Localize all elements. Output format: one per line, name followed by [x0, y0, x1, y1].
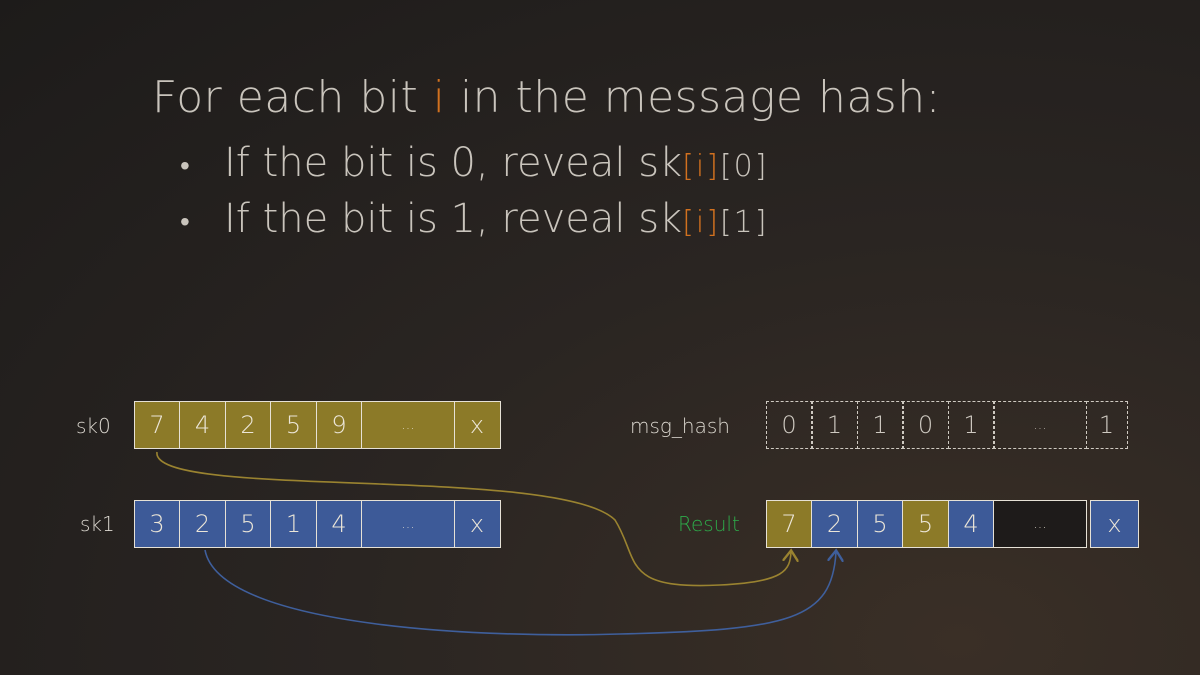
sk1-cell: 2: [179, 500, 226, 548]
msg-hash-bit: 1: [856, 401, 904, 449]
sk1-to-result-arrow: [204, 550, 836, 636]
bullet-bit-1: • If the bit is 1, reveal sk[i][1]: [180, 196, 768, 242]
heading: For each bit i in the message hash:: [152, 72, 941, 123]
sk0-cell-last: x: [453, 401, 501, 449]
bullet-index-bit: [0]: [719, 149, 769, 184]
sk0-array: 7 4 2 5 9 ... x: [133, 401, 501, 449]
sk0-cell: 9: [315, 401, 363, 449]
bullet-bit-0: • If the bit is 0, reveal sk[i][0]: [180, 140, 768, 186]
bullet-index-bit: [1]: [719, 205, 769, 240]
bullet-index-i: [i]: [682, 149, 720, 184]
bullet-dot: •: [180, 204, 190, 238]
sk0-cell-ellipsis: ...: [361, 401, 455, 449]
sk1-cell: 1: [270, 500, 317, 548]
msg-hash-bit: 1: [811, 401, 858, 449]
msg-hash-ellipsis: ...: [993, 401, 1087, 449]
sk0-cell: 4: [179, 401, 226, 449]
bullet-text: If the bit is 1, reveal sk: [224, 196, 683, 242]
msg-hash-array: 0 1 1 0 1 ... 1: [765, 401, 1128, 449]
bullet-text: If the bit is 0, reveal sk: [224, 140, 683, 186]
heading-var: i: [432, 72, 446, 123]
sk1-label: sk1: [80, 512, 115, 536]
sk1-array: 3 2 5 1 4 ... x: [133, 500, 501, 548]
result-cell-last: x: [1090, 500, 1139, 548]
msg-hash-bit: 0: [765, 401, 813, 449]
sk1-cell-last: x: [453, 500, 501, 548]
result-cell: 5: [902, 500, 949, 548]
msg-hash-bit-last: 1: [1085, 401, 1128, 449]
bullet-index-i: [i]: [682, 205, 720, 240]
result-array: 7 2 5 5 4 ... x: [765, 500, 1139, 548]
heading-suffix: in the message hash:: [445, 72, 941, 123]
sk0-cell: 2: [224, 401, 272, 449]
result-cell: 7: [765, 500, 813, 548]
msg-hash-bit: 1: [947, 401, 995, 449]
result-cell: 5: [856, 500, 904, 548]
sk1-cell: 3: [133, 500, 181, 548]
sk0-cell: 5: [270, 401, 317, 449]
sk0-label: sk0: [76, 414, 111, 438]
sk1-cell: 5: [224, 500, 272, 548]
sk1-cell: 4: [315, 500, 363, 548]
msg-hash-label: msg_hash: [630, 414, 730, 438]
result-cell: 4: [947, 500, 995, 548]
result-cell-ellipsis: ...: [993, 500, 1087, 548]
sk1-cell-ellipsis: ...: [361, 500, 455, 548]
result-label: Result: [678, 512, 740, 536]
heading-prefix: For each bit: [152, 72, 433, 123]
result-cell: 2: [811, 500, 858, 548]
msg-hash-bit: 0: [902, 401, 949, 449]
sk0-cell: 7: [133, 401, 181, 449]
sk0-to-result-arrow: [156, 451, 791, 587]
bullet-dot: •: [180, 148, 190, 182]
